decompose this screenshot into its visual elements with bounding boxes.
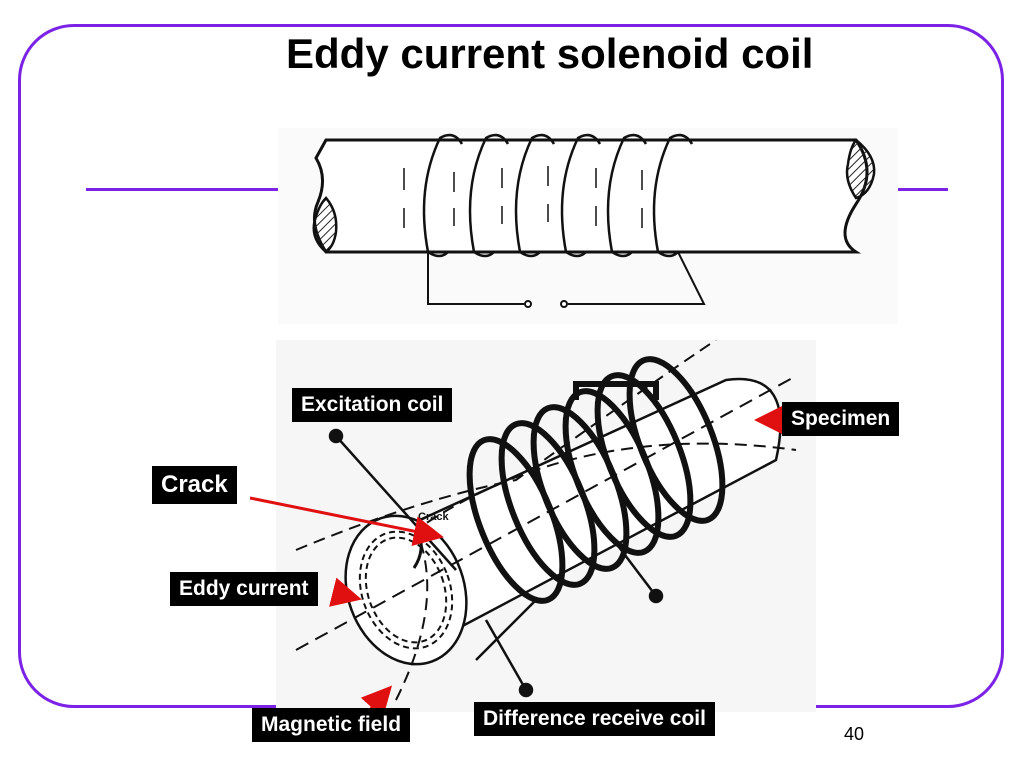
title-rule-left bbox=[86, 188, 286, 191]
excitation-coil-windings bbox=[466, 356, 726, 604]
solenoid-coil-figure bbox=[278, 128, 898, 324]
difference-receive-coil-label: Difference receive coil bbox=[474, 702, 715, 736]
eddy-current-loop bbox=[358, 530, 454, 650]
rod-end-left bbox=[312, 196, 338, 254]
eddy-current-arrow bbox=[329, 577, 362, 607]
rod-end-right bbox=[845, 138, 876, 200]
coil-windings bbox=[422, 133, 694, 258]
coil-leads bbox=[427, 251, 706, 308]
crack-label: Crack bbox=[152, 466, 237, 504]
page-number: 40 bbox=[844, 724, 865, 744]
lead-wires bbox=[328, 428, 664, 698]
slide-title: Eddy current solenoid coil bbox=[286, 30, 814, 77]
magnetic-field-line bbox=[395, 442, 797, 701]
eddy-current-label: Eddy current bbox=[170, 572, 318, 606]
magnetic-field-label: Magnetic field bbox=[252, 708, 411, 742]
eddy-current-arrows bbox=[403, 166, 643, 228]
specimen-axis bbox=[295, 375, 797, 651]
solenoid-coil-drawing bbox=[312, 133, 876, 308]
eddy-current-loop-inner bbox=[364, 536, 448, 644]
specimen-label: Specimen bbox=[782, 402, 900, 436]
excitation-coil-label: Excitation coil bbox=[292, 388, 453, 422]
receive-coil-bracket bbox=[573, 381, 659, 400]
crack-arrow bbox=[249, 496, 444, 546]
title-rule-right bbox=[890, 188, 948, 191]
